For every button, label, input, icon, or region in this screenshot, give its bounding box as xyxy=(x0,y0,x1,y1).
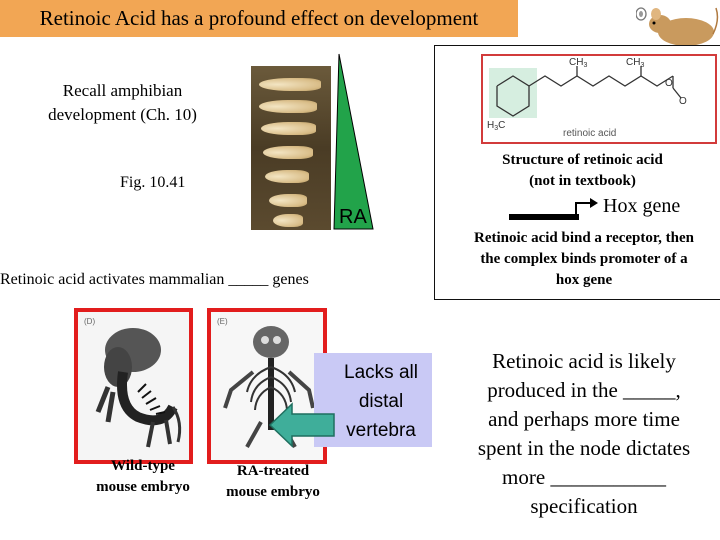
figure-label: Fig. 10.41 xyxy=(120,174,186,191)
panel-letter: (E) xyxy=(217,317,228,326)
lacks-line-3: vertebra xyxy=(346,420,416,441)
lacks-line-1: Lacks all xyxy=(344,362,418,383)
ra-treated-label: RA-treated mouse embryo xyxy=(212,461,334,503)
dna-line xyxy=(509,214,579,220)
hypothesis-text: Retinoic acid is likely produced in the … xyxy=(455,347,713,521)
structure-diagram: CH3 CH3 O O H3C retinoic acid xyxy=(487,57,687,139)
hox-gene-label: Hox gene xyxy=(603,195,681,217)
wild-type-line-2: mouse embryo xyxy=(96,479,190,495)
oxygen-minus-label: O xyxy=(679,96,687,107)
tadpole xyxy=(273,214,303,227)
ch3-label: CH xyxy=(626,57,640,68)
svg-text:CH3: CH3 xyxy=(569,57,587,69)
ra-gradient-triangle xyxy=(333,53,374,230)
ra-label: RA xyxy=(339,206,367,228)
ra-treated-line-1: RA-treated xyxy=(236,463,310,479)
tadpole xyxy=(259,78,321,91)
hypothesis-line-5: more ___________ xyxy=(502,465,666,489)
h3c-subscript: 3 xyxy=(494,125,498,132)
mouse-icon xyxy=(636,7,719,46)
structure-small-caption: retinoic acid xyxy=(563,128,616,139)
tadpole xyxy=(269,194,307,207)
h3c-label: H xyxy=(487,120,494,131)
lacks-line-2: distal xyxy=(358,391,404,412)
ch3-subscript: 3 xyxy=(640,62,644,69)
wild-type-embryo-image: (D) xyxy=(74,308,193,464)
h3c-carbon: C xyxy=(498,120,505,131)
wild-type-line-1: Wild-type xyxy=(111,458,175,474)
hypothesis-line-1: Retinoic acid is likely xyxy=(492,349,676,373)
structure-frame xyxy=(434,45,720,300)
structure-caption-line-1: Structure of retinoic acid xyxy=(502,152,663,168)
recall-text: Recall amphibian development (Ch. 10) xyxy=(20,79,225,127)
ch3-label: CH xyxy=(569,57,583,68)
tadpole xyxy=(259,100,317,113)
hypothesis-line-3: and perhaps more time xyxy=(488,407,680,431)
promoter-arrow-icon xyxy=(575,198,598,219)
recall-line-1: Recall amphibian xyxy=(62,81,183,100)
oxygen-label: O xyxy=(665,78,673,89)
tadpole xyxy=(265,170,309,183)
panel-letter: (D) xyxy=(84,317,95,326)
tadpole xyxy=(261,122,316,135)
structure-caption-line-2: (not in textbook) xyxy=(529,173,636,189)
hypothesis-line-4: spent in the node dictates xyxy=(477,436,691,460)
hypothesis-line-2: produced in the _____, xyxy=(487,378,681,402)
structure-caption: Structure of retinoic acid (not in textb… xyxy=(470,150,695,192)
hypothesis-line-6: specification xyxy=(530,494,638,518)
wild-type-label: Wild-type mouse embryo xyxy=(82,456,204,498)
slide-title: Retinoic Acid has a profound effect on d… xyxy=(0,0,518,37)
tadpole xyxy=(263,146,313,159)
skeleton-illustration: (D) xyxy=(84,317,182,448)
retinoic-acid-structure: CH3 CH3 O O H3C retinoic acid xyxy=(481,54,717,144)
left-arrow-icon xyxy=(268,402,335,448)
tadpole-photo xyxy=(251,66,331,230)
ra-treated-line-2: mouse embryo xyxy=(226,484,320,500)
recall-line-2: development (Ch. 10) xyxy=(48,105,197,124)
activates-text: Retinoic acid activates mammalian _____ … xyxy=(0,271,309,288)
ch3-subscript: 3 xyxy=(583,62,587,69)
receptor-binding-text: Retinoic acid bind a receptor, then the … xyxy=(474,230,694,288)
svg-text:H3C: H3C xyxy=(487,120,505,132)
svg-text:CH3: CH3 xyxy=(626,57,644,69)
